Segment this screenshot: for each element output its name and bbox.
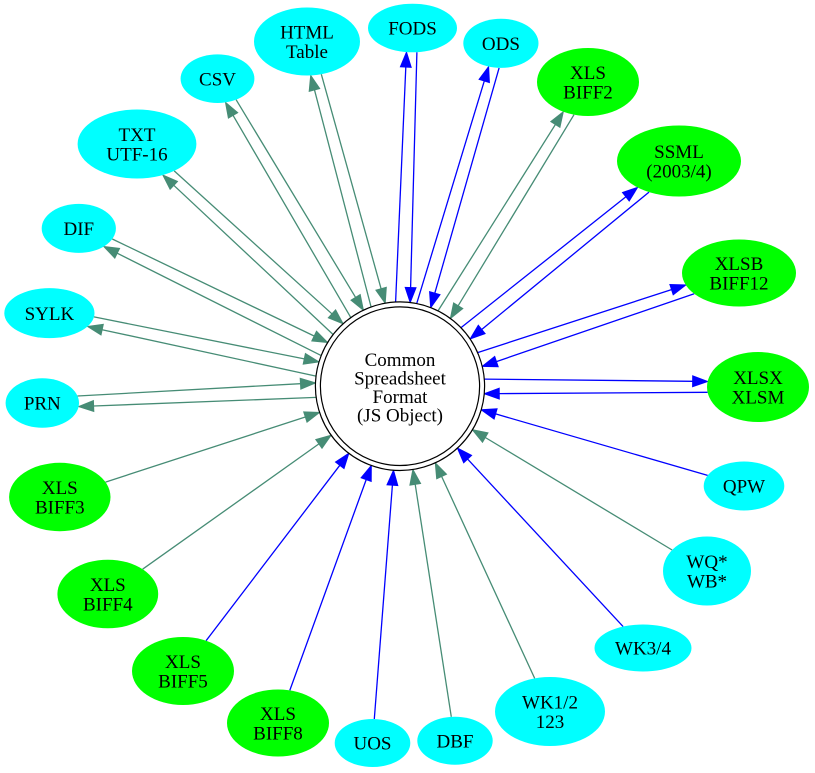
svg-text:BIFF3: BIFF3 (35, 497, 85, 518)
svg-text:XLSB: XLSB (715, 254, 764, 275)
svg-text:(JS Object): (JS Object) (357, 405, 443, 426)
svg-text:BIFF12: BIFF12 (709, 273, 768, 294)
svg-text:Common: Common (365, 350, 436, 371)
svg-text:123: 123 (536, 712, 565, 733)
svg-text:FODS: FODS (388, 19, 437, 40)
svg-text:DIF: DIF (63, 219, 94, 240)
svg-text:CSV: CSV (199, 69, 236, 90)
svg-text:BIFF4: BIFF4 (83, 594, 133, 615)
svg-text:Spreadsheet: Spreadsheet (354, 369, 447, 390)
svg-text:WK1/2: WK1/2 (522, 693, 578, 714)
svg-text:UOS: UOS (353, 734, 391, 755)
svg-text:PRN: PRN (24, 394, 61, 415)
svg-text:Format: Format (373, 387, 429, 408)
svg-text:DBF: DBF (437, 731, 474, 752)
svg-text:XLSM: XLSM (732, 387, 785, 408)
svg-text:WQ*: WQ* (686, 552, 727, 573)
svg-text:Table: Table (286, 42, 328, 63)
svg-text:ODS: ODS (482, 34, 520, 55)
svg-text:BIFF8: BIFF8 (253, 723, 303, 744)
svg-text:XLS: XLS (90, 575, 126, 596)
svg-text:BIFF2: BIFF2 (563, 82, 613, 103)
svg-text:HTML: HTML (280, 23, 334, 44)
svg-text:XLSX: XLSX (733, 368, 783, 389)
svg-text:TXT: TXT (119, 125, 156, 146)
svg-text:(2003/4): (2003/4) (646, 161, 711, 182)
svg-text:BIFF5: BIFF5 (158, 671, 208, 692)
svg-text:XLS: XLS (42, 478, 78, 499)
svg-text:SSML: SSML (654, 142, 704, 163)
svg-text:WK3/4: WK3/4 (615, 639, 671, 660)
svg-text:XLS: XLS (260, 704, 296, 725)
svg-text:QPW: QPW (723, 477, 765, 498)
svg-text:SYLK: SYLK (25, 304, 75, 325)
svg-text:XLS: XLS (165, 652, 201, 673)
svg-text:WB*: WB* (687, 571, 727, 592)
svg-text:XLS: XLS (570, 63, 606, 84)
svg-text:UTF-16: UTF-16 (106, 144, 167, 165)
